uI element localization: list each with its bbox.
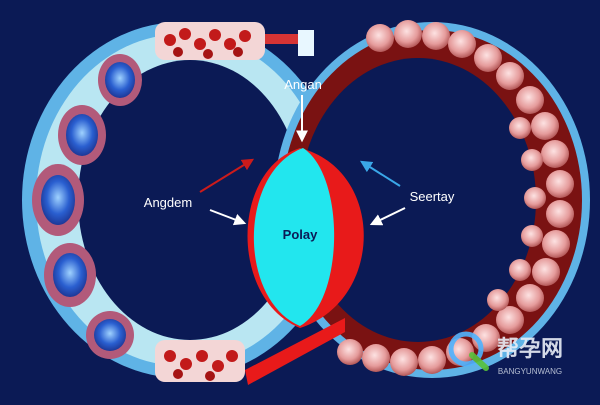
white-arrow-left bbox=[209, 209, 247, 226]
red-blood-cluster-top bbox=[155, 22, 305, 60]
label-left: Angdem bbox=[144, 195, 192, 210]
center-fill bbox=[253, 148, 335, 326]
white-arrow-right bbox=[369, 207, 406, 226]
watermark-logo-icon bbox=[448, 331, 484, 367]
right-arc-red-cells bbox=[337, 20, 574, 376]
red-blood-cluster-bottom bbox=[155, 340, 245, 382]
blue-arrow bbox=[359, 160, 401, 187]
right-ring-lumen bbox=[300, 58, 536, 342]
watermark: 帮孕网 BANGYUNWANG bbox=[448, 331, 563, 376]
center-lens-shape bbox=[247, 148, 364, 328]
label-center: Polay bbox=[283, 227, 318, 242]
watermark-sub: BANGYUNWANG bbox=[498, 367, 562, 376]
right-ring bbox=[274, 20, 590, 378]
label-top: Angan bbox=[284, 77, 322, 92]
red-arrow bbox=[199, 158, 255, 193]
left-ring-lumen bbox=[78, 60, 302, 340]
left-arc-blue-cells bbox=[32, 54, 142, 359]
watermark-main: 帮孕网 bbox=[497, 336, 563, 361]
label-right: Seertay bbox=[410, 189, 455, 204]
top-junction bbox=[298, 30, 314, 56]
bottom-junction-red bbox=[245, 318, 345, 385]
